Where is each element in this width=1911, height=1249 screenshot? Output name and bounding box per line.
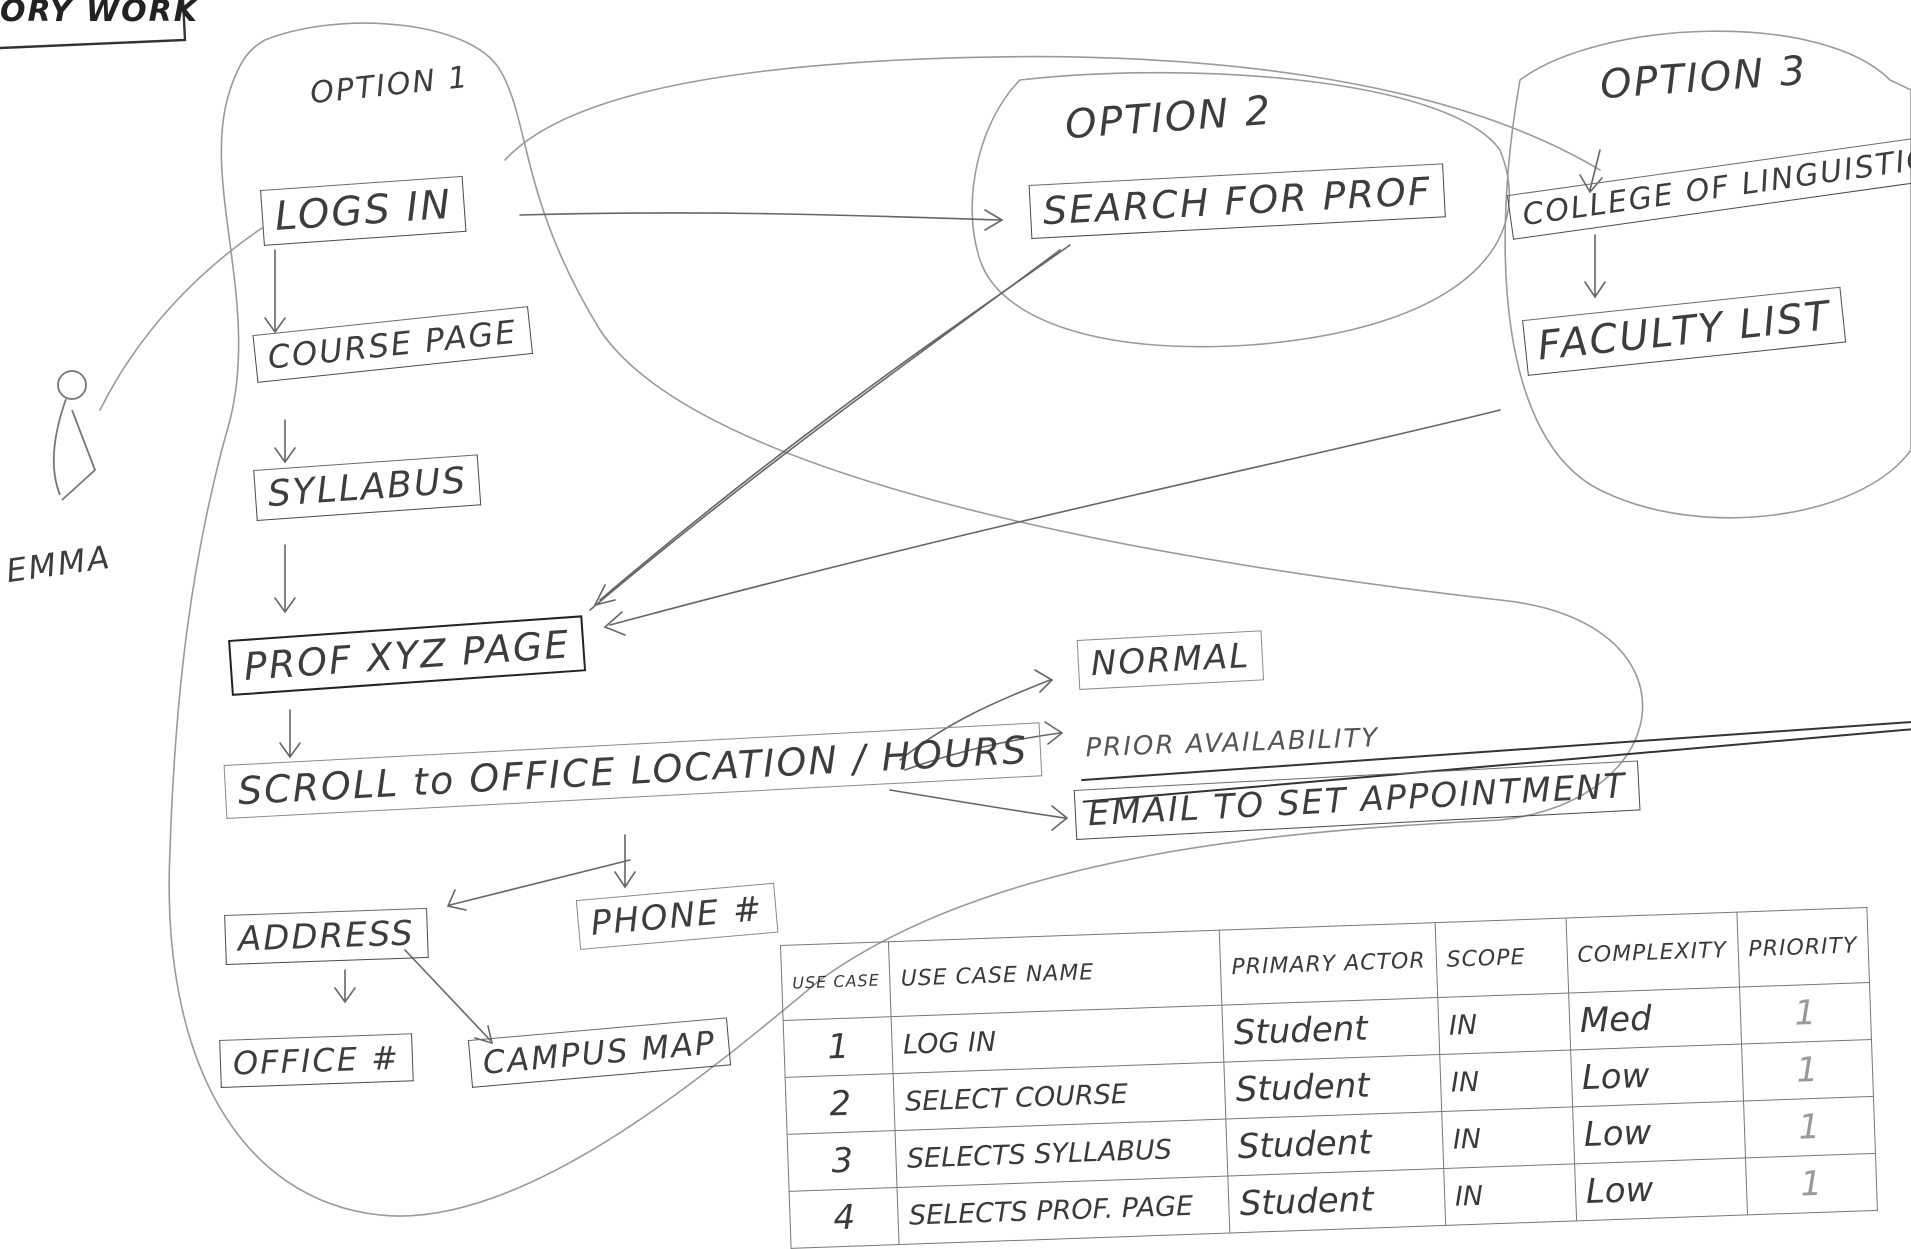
table-cell: 1: [1741, 1039, 1874, 1101]
table-cell: Med: [1568, 987, 1742, 1050]
option3-region: [1504, 30, 1911, 519]
table-cell: IN: [1439, 1049, 1573, 1112]
col-header: COMPLEXITY: [1565, 912, 1740, 994]
actor-figure: [52, 370, 97, 501]
table-cell: 1: [1745, 1153, 1878, 1215]
table-cell: 3: [787, 1130, 898, 1192]
table-cell: 1: [1743, 1096, 1876, 1158]
actor-line: [99, 227, 263, 411]
col-header: PRIORITY: [1736, 907, 1870, 988]
use-case-table: USE CASE USE CASE NAME PRIMARY ACTOR SCO…: [780, 907, 1878, 1249]
table-cell: Low: [1574, 1157, 1748, 1221]
table-cell: 1: [1739, 982, 1872, 1045]
col-header: USE CASE NAME: [888, 930, 1223, 1017]
table-cell: 2: [785, 1073, 896, 1135]
col-header: SCOPE: [1434, 918, 1569, 998]
table-cell: 1: [783, 1016, 894, 1078]
table-cell: IN: [1441, 1106, 1575, 1169]
table-cell: Student: [1222, 997, 1440, 1063]
table-cell: Student: [1228, 1168, 1446, 1233]
table-cell: Low: [1570, 1044, 1744, 1107]
header-fragment: ORY WORK: [0, 0, 199, 29]
col-header: USE CASE: [780, 941, 892, 1021]
normal-box: NORMAL: [1076, 630, 1265, 690]
arrows: [264, 149, 1606, 1045]
table-cell: IN: [1437, 993, 1571, 1055]
address-box: ADDRESS: [224, 907, 429, 965]
office-box: OFFICE #: [219, 1033, 414, 1088]
header-box-outline: [0, 0, 187, 50]
top-arc: [504, 55, 1601, 171]
table-cell: 4: [789, 1187, 900, 1249]
table-cell: Student: [1224, 1054, 1442, 1120]
table-cell: IN: [1443, 1163, 1577, 1226]
option2-region: [971, 71, 1511, 348]
option1-region: [168, 22, 1644, 1217]
col-header: PRIMARY ACTOR: [1219, 922, 1438, 1006]
table-cell: Low: [1572, 1100, 1746, 1164]
table-cell: SELECTS PROF. PAGE: [897, 1175, 1231, 1245]
table-cell: Student: [1226, 1111, 1444, 1176]
